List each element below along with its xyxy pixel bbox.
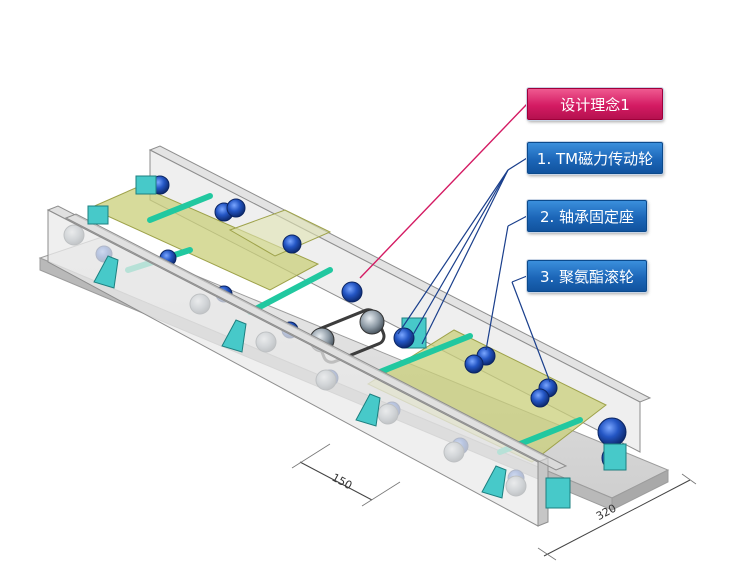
bearing-brackets <box>87 175 627 509</box>
polyurethane-roller-callout: 3. 聚氨酯滚轮 <box>527 260 647 292</box>
carrier-panel-left <box>88 185 320 291</box>
carrier-panel-middle <box>228 209 332 257</box>
design-concept-callout: 设计理念1 <box>527 88 663 120</box>
front-side-frame <box>46 205 568 527</box>
leader-lines <box>359 103 551 383</box>
magnetic-drive-wheel-callout: 1. TM磁力传动轮 <box>527 142 663 174</box>
bearing-mount-callout: 2. 轴承固定座 <box>527 200 647 232</box>
dimension-width: 150 <box>291 443 401 507</box>
